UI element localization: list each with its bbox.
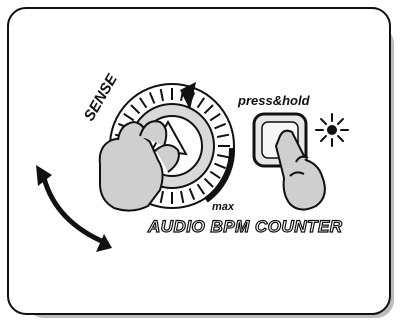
light-burst-icon [316, 114, 348, 146]
press-hold-label: press&hold [237, 93, 311, 108]
product-label: AUDIO BPM COUNTER [147, 217, 343, 236]
max-label: max [212, 201, 235, 213]
